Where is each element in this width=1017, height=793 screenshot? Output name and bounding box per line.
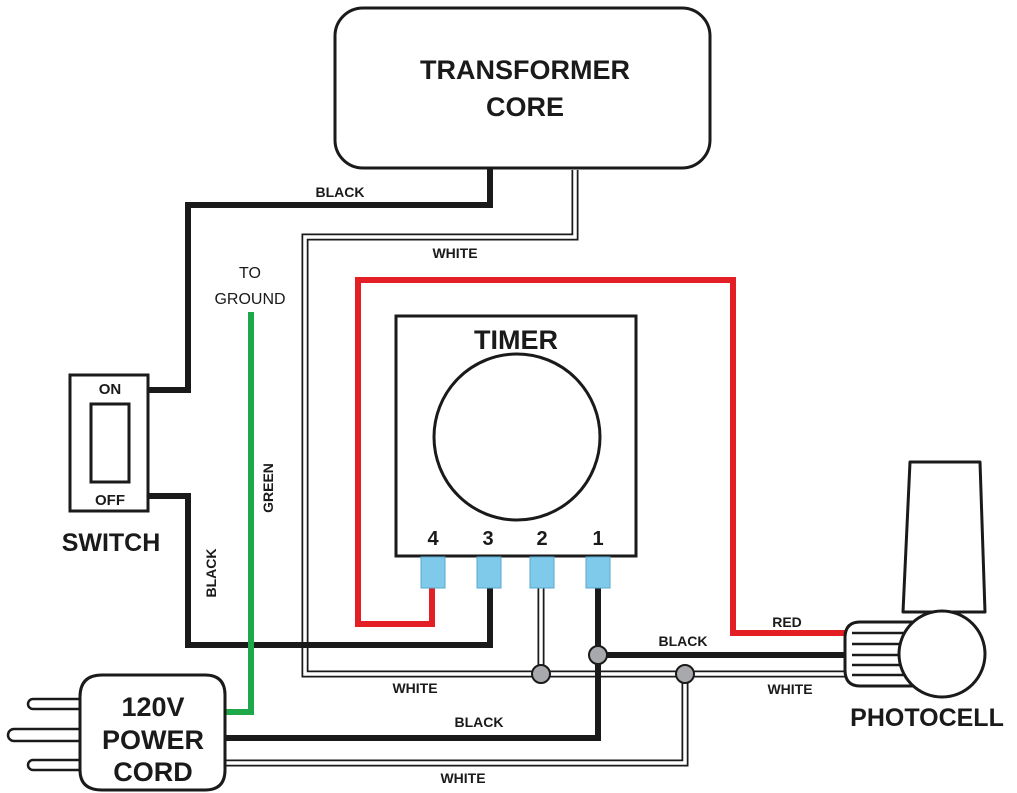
wire-label-red: RED bbox=[772, 614, 802, 630]
switch-caption: SWITCH bbox=[62, 529, 161, 557]
wire-label-white-top: WHITE bbox=[432, 245, 477, 261]
timer-terminal-label-1: 1 bbox=[592, 528, 603, 550]
power-cord: 120V POWER CORD bbox=[6, 673, 227, 792]
timer-terminal-2 bbox=[529, 556, 555, 589]
timer-dial[interactable] bbox=[432, 352, 602, 522]
wire-label-black-bottom: BLACK bbox=[455, 714, 504, 730]
black-wire-cord-to-junction bbox=[222, 655, 601, 741]
power-cord-label-line3: CORD bbox=[113, 757, 193, 787]
wire-label-black-top: BLACK bbox=[316, 184, 365, 200]
switch: ON OFF SWITCH bbox=[62, 373, 161, 557]
timer: TIMER 4 3 2 1 bbox=[394, 314, 638, 589]
photocell-cap-icon bbox=[901, 460, 987, 614]
white-wire-cord-to-junction bbox=[222, 674, 689, 767]
transformer-core: TRANSFORMER CORE bbox=[333, 6, 712, 170]
transformer-label-line1: TRANSFORMER bbox=[420, 55, 630, 85]
white-wire-transformer-to-junction bbox=[301, 170, 685, 678]
transformer-label-line2: CORE bbox=[486, 92, 564, 122]
timer-title: TIMER bbox=[474, 325, 558, 355]
switch-off-label: OFF bbox=[95, 492, 125, 509]
wire-label-black-left: BLACK bbox=[203, 549, 219, 598]
red-wire-timer-4-to-photocell bbox=[355, 277, 850, 636]
junction-node-black bbox=[588, 645, 608, 665]
power-cord-label-line1: 120V bbox=[121, 692, 184, 722]
wire-label-white-photocell: WHITE bbox=[767, 681, 812, 697]
switch-on-label: ON bbox=[99, 381, 122, 398]
to-ground-label-line1: TO bbox=[239, 265, 261, 282]
black-wire-switch-to-timer-3 bbox=[148, 493, 493, 648]
green-ground-wire bbox=[222, 312, 254, 715]
power-cord-label-line2: POWER bbox=[102, 725, 204, 755]
junction-node-white-photocell bbox=[675, 664, 695, 684]
plug-prongs-icon bbox=[6, 697, 87, 772]
timer-terminal-label-3: 3 bbox=[482, 528, 493, 550]
switch-toggle[interactable] bbox=[89, 402, 131, 484]
photocell-caption: PHOTOCELL bbox=[850, 704, 1004, 732]
to-ground-label-line2: GROUND bbox=[214, 291, 285, 308]
timer-terminal-3 bbox=[476, 556, 502, 589]
junction-node-white-timer bbox=[531, 664, 551, 684]
timer-terminal-1 bbox=[585, 556, 611, 589]
photocell-body-icon bbox=[897, 609, 987, 699]
wire-label-black-photocell: BLACK bbox=[659, 633, 708, 649]
photocell: PHOTOCELL bbox=[843, 460, 1004, 732]
wire-label-green: GREEN bbox=[260, 463, 276, 513]
wire-label-white-bottom: WHITE bbox=[440, 770, 485, 786]
timer-terminal-label-2: 2 bbox=[536, 528, 547, 550]
timer-terminal-4 bbox=[420, 556, 446, 589]
black-wire-timer-1-to-photocell bbox=[595, 588, 850, 658]
wire-label-white-middle: WHITE bbox=[392, 680, 437, 696]
black-wire-transformer-to-switch bbox=[148, 168, 493, 393]
timer-terminal-label-4: 4 bbox=[427, 528, 439, 550]
